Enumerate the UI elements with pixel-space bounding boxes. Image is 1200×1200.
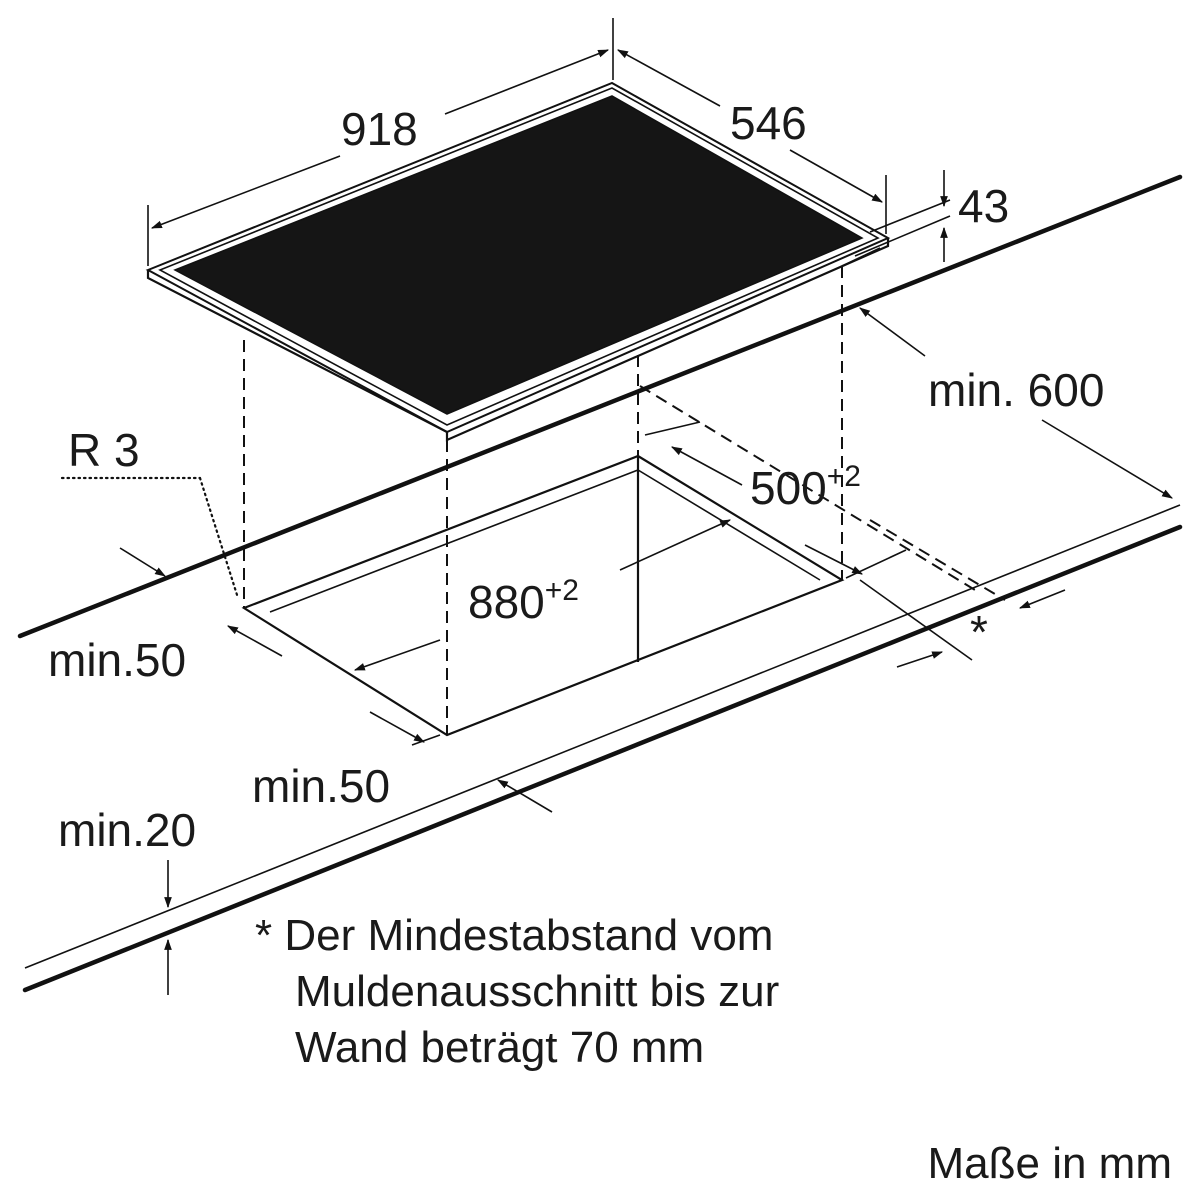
cooktop <box>145 81 891 442</box>
cutout-width-label: 880+2 <box>468 574 579 628</box>
cutout-depth-label: 500+2 <box>750 460 861 514</box>
footnote-line-2: Muldenausschnitt bis zur <box>295 967 779 1016</box>
wall-distance-marker: * <box>970 606 988 658</box>
depth-label: 546 <box>730 97 807 149</box>
projection-lines <box>60 266 1006 735</box>
cutout-depth-tolerance: +2 <box>827 460 861 493</box>
cutout-depth-value: 500 <box>750 462 827 514</box>
height-label: 43 <box>958 180 1009 232</box>
footnote-line-3: Wand beträgt 70 mm <box>295 1023 704 1072</box>
cutout-width-value: 880 <box>468 576 545 628</box>
width-label: 918 <box>341 103 418 155</box>
side-clearance-label: min.50 <box>48 634 186 686</box>
worktop-depth-label: min. 600 <box>928 364 1104 416</box>
front-clearance-label: min.50 <box>252 760 390 812</box>
cooktop-glass <box>173 95 864 415</box>
cutout-width-tolerance: +2 <box>545 574 579 607</box>
dimension-lines <box>119 18 1173 995</box>
footnote-line-1: * Der Mindestabstand vom <box>255 911 773 960</box>
units-label: Maße in mm <box>928 1139 1172 1188</box>
worktop <box>17 174 1183 993</box>
radius-label: R 3 <box>68 424 140 476</box>
worktop-thickness-label: min.20 <box>58 804 196 856</box>
